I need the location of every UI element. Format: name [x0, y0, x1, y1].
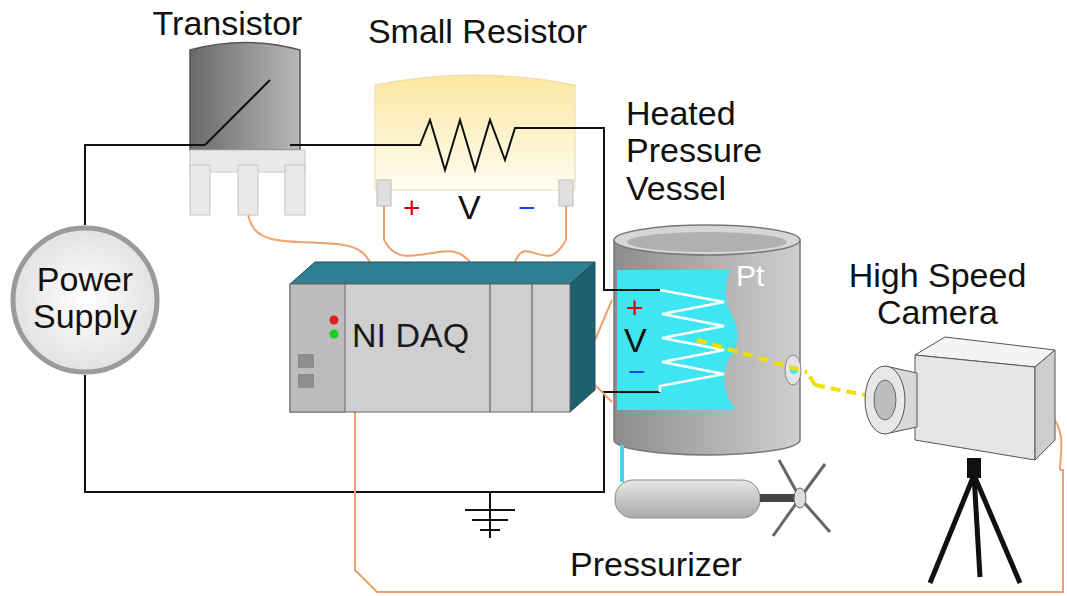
- voltage-label: V: [624, 323, 647, 357]
- piston-rod: [760, 494, 796, 502]
- sight-line: [697, 340, 807, 372]
- power-supply-circle: [13, 228, 157, 372]
- signal-wire: [595, 385, 612, 402]
- tripod-leg: [930, 475, 974, 583]
- plus-sign: +: [626, 293, 644, 323]
- power-wire: [315, 144, 355, 146]
- component-label: Transistor: [140, 5, 315, 42]
- transistor-body: [190, 43, 300, 151]
- transistor-pin: [285, 165, 305, 215]
- ground-wire: [489, 492, 491, 538]
- component-label: Pressurizer: [570, 546, 742, 583]
- pipe: [620, 445, 624, 452]
- signal-wire: [565, 206, 567, 240]
- pipe: [620, 456, 624, 482]
- wire: [612, 289, 660, 291]
- camera: High Speed Camera: [815, 255, 1060, 585]
- terminal: [559, 180, 573, 206]
- vessel-opening: [627, 232, 787, 252]
- signal-wire: [383, 206, 385, 240]
- ground-bar: [472, 519, 508, 521]
- pressurizer-cylinder: [615, 480, 760, 518]
- lens: [865, 366, 905, 434]
- vessel-top: [614, 225, 800, 255]
- resistor: Small Resistor + V −: [355, 10, 600, 240]
- daq: NI DAQ: [290, 262, 595, 412]
- ground-bar: [480, 529, 500, 531]
- wire: [612, 391, 660, 393]
- wire: [290, 144, 315, 146]
- component-label: Heated Pressure Vessel: [626, 95, 806, 207]
- pressure-line: [620, 452, 624, 456]
- resistor-symbol: [355, 120, 600, 170]
- daq-controller: [290, 284, 345, 412]
- module-divider: [531, 284, 533, 412]
- sight-line: [815, 385, 865, 395]
- power-supply: Power Supply: [10, 225, 160, 375]
- minus-sign: −: [628, 357, 646, 387]
- daq-top: [290, 262, 595, 284]
- pressure-vessel: Heated Pressure Vessel +V− Pt: [612, 95, 807, 452]
- plus-sign: +: [403, 193, 421, 223]
- signal-wire: [248, 215, 370, 262]
- component-label: NI DAQ: [352, 317, 469, 354]
- element-label: Pt: [736, 261, 764, 291]
- lens-glass: [874, 380, 896, 420]
- ground-bar: [465, 509, 515, 511]
- transistor: Transistor: [140, 5, 315, 215]
- handwheel-hub: [794, 488, 806, 508]
- component-label: Power Supply: [15, 261, 155, 336]
- transistor-pin: [238, 165, 258, 215]
- module-divider: [489, 284, 491, 412]
- camera-side: [915, 355, 1035, 460]
- minus-sign: −: [518, 193, 536, 223]
- platinum-wire: [660, 290, 724, 392]
- pressurizer: Pressurizer: [565, 456, 840, 588]
- switch-contact: [205, 80, 270, 145]
- daq-side: [570, 262, 595, 412]
- status-led: [330, 330, 339, 339]
- daq-front: [290, 284, 570, 412]
- port: [298, 374, 314, 388]
- signal-wire: [595, 300, 612, 340]
- camera-end: [1035, 350, 1055, 460]
- transistor-pin: [190, 165, 210, 215]
- voltage-label: V: [458, 190, 481, 224]
- tripod-leg: [974, 475, 1020, 583]
- status-led: [330, 316, 339, 325]
- component-label: Small Resistor: [355, 13, 600, 50]
- ground-symbol: [465, 492, 515, 538]
- vessel-body: [614, 240, 800, 455]
- signal-wire: [515, 240, 566, 262]
- wire: [140, 144, 205, 146]
- component-label: High Speed Camera: [815, 257, 1060, 332]
- sight-line: [807, 372, 815, 385]
- power-wire: [600, 128, 612, 290]
- port: [298, 354, 314, 368]
- signal-wire: [384, 240, 470, 262]
- power-wire: [85, 145, 140, 225]
- terminal: [377, 180, 391, 206]
